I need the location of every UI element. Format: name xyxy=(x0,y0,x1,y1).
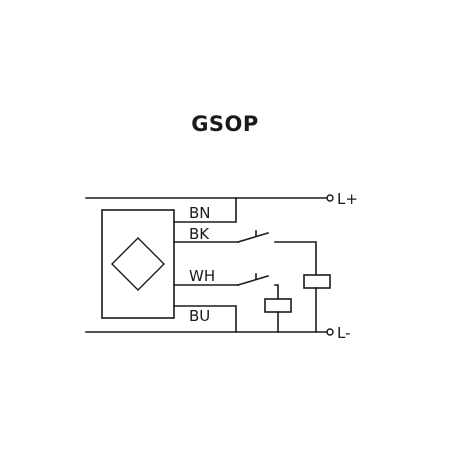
wh-wire-to-load xyxy=(274,284,279,300)
bk-load-relay-icon xyxy=(303,274,331,289)
sensor-body xyxy=(101,209,175,319)
negative-terminal-label: L- xyxy=(337,324,351,342)
wh-load-relay-icon xyxy=(264,298,292,313)
wh-switch-icon xyxy=(237,275,269,286)
bk-switch-icon xyxy=(237,232,269,243)
bn-wire xyxy=(173,197,237,223)
wh-label: WH xyxy=(189,267,215,285)
sensor-diamond-icon xyxy=(111,237,165,291)
positive-terminal-icon xyxy=(326,194,334,202)
diagram-title: GSOP xyxy=(191,112,259,136)
bk-wire-to-load xyxy=(274,241,317,276)
bn-label: BN xyxy=(189,204,211,222)
negative-terminal-icon xyxy=(326,328,334,336)
bk-label: BK xyxy=(189,225,210,243)
bu-label: BU xyxy=(189,307,210,325)
bu-wire xyxy=(173,305,237,333)
positive-terminal-label: L+ xyxy=(337,190,358,208)
